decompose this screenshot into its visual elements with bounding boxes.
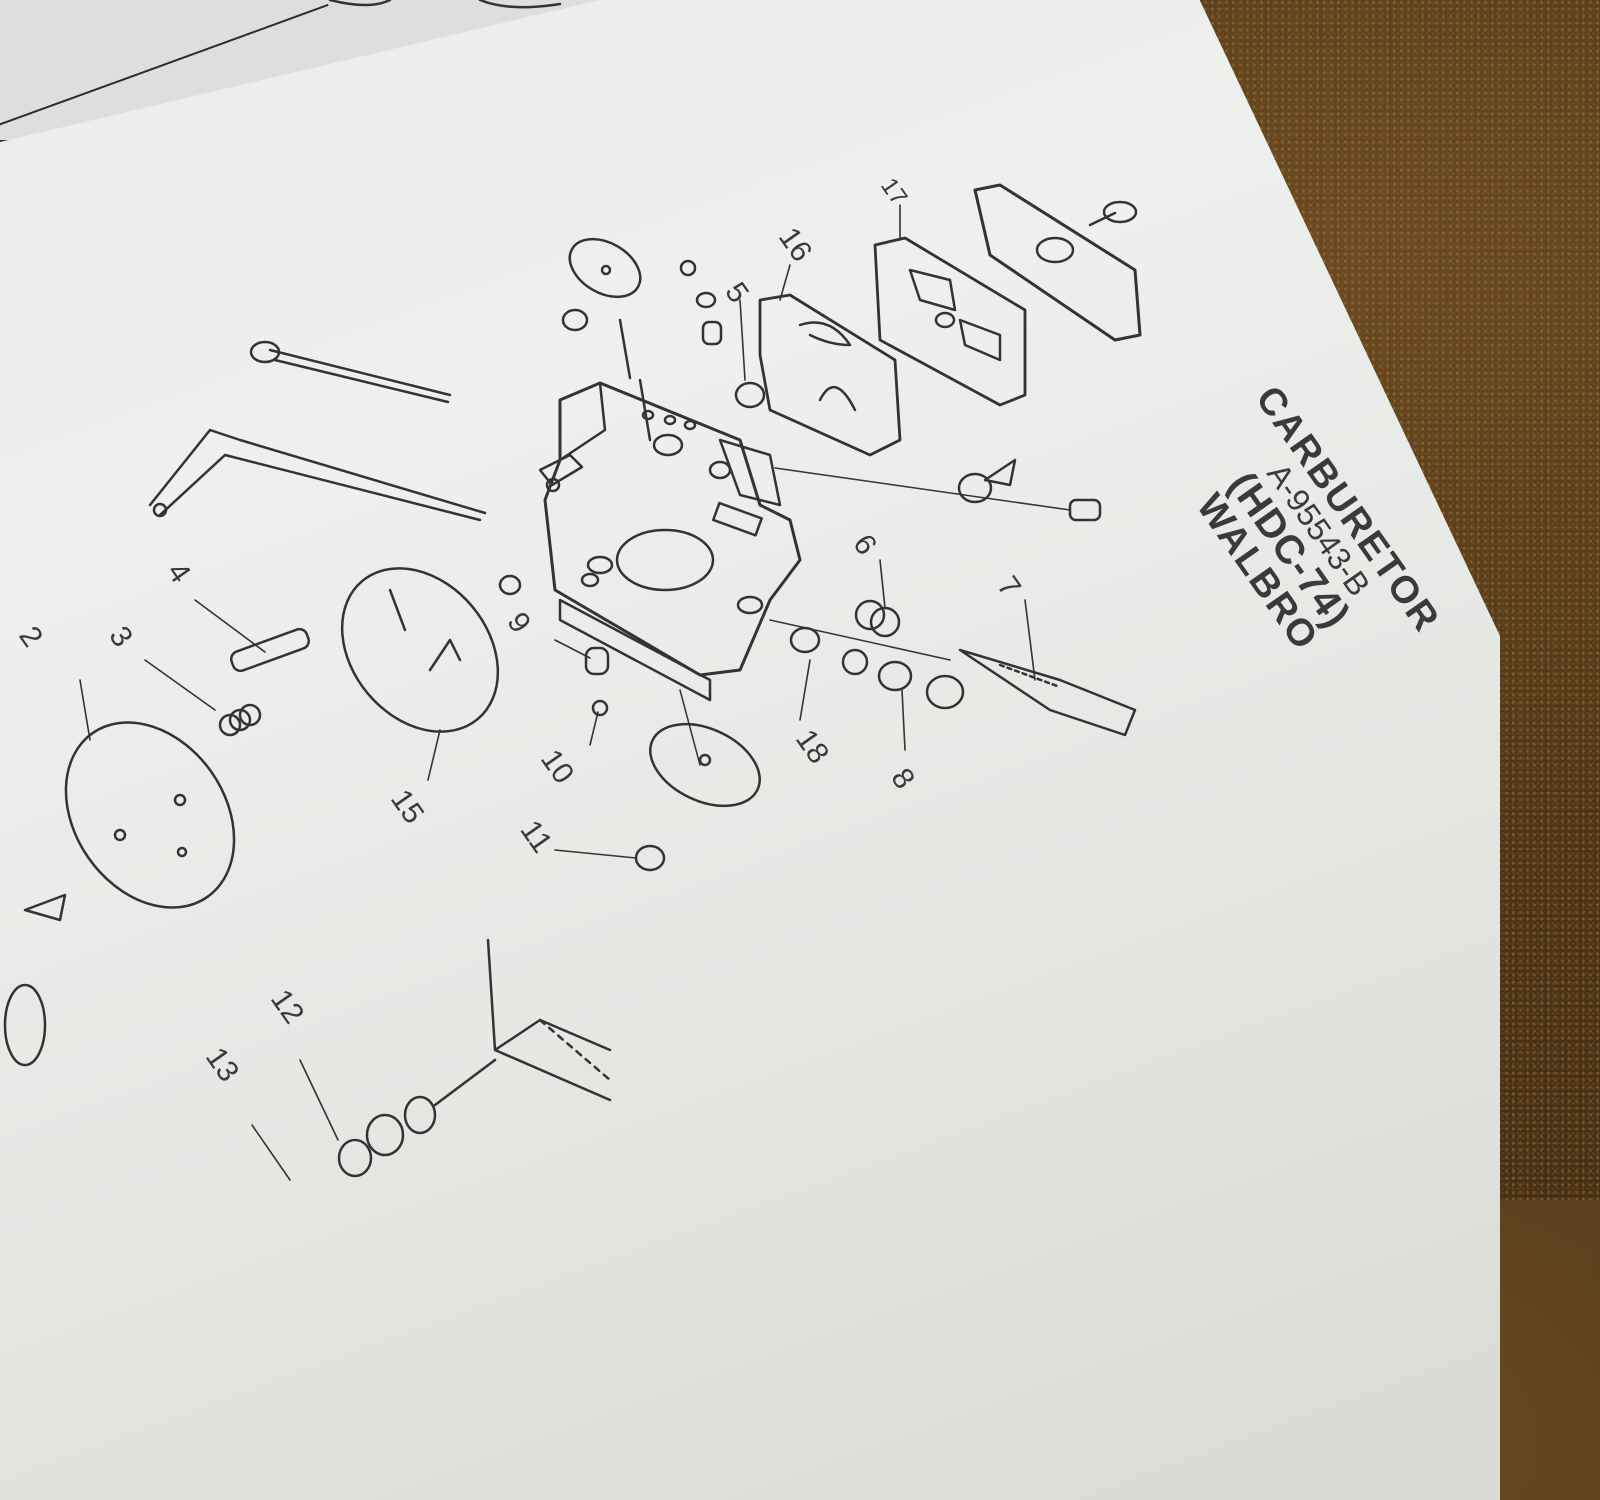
adjusting-needle-7 [769, 599, 1137, 737]
inlet-needle-parts [679, 259, 766, 409]
metering-diaphragm [634, 689, 761, 872]
diaphragm-17 [873, 236, 1027, 407]
carburetor-body [538, 378, 802, 702]
adjusting-needle-8 [789, 626, 965, 710]
throttle-shaft [148, 340, 487, 522]
exploded-carburetor-diagram [3, 0, 1142, 1181]
callout-leaders [79, 204, 1036, 1181]
previous-page-drawing [328, 0, 562, 9]
bottom-detail-12-13 [3, 938, 612, 1178]
metering-plate-15 [340, 567, 500, 733]
spring-9-ball-10 [498, 574, 610, 717]
gasket-16 [758, 293, 902, 457]
needle-4-spring-3 [218, 627, 311, 737]
welch-plug [561, 237, 642, 380]
pump-cover [973, 183, 1142, 342]
diaphragm-cover-2 [23, 721, 236, 922]
screw-and-lever [774, 458, 1102, 522]
